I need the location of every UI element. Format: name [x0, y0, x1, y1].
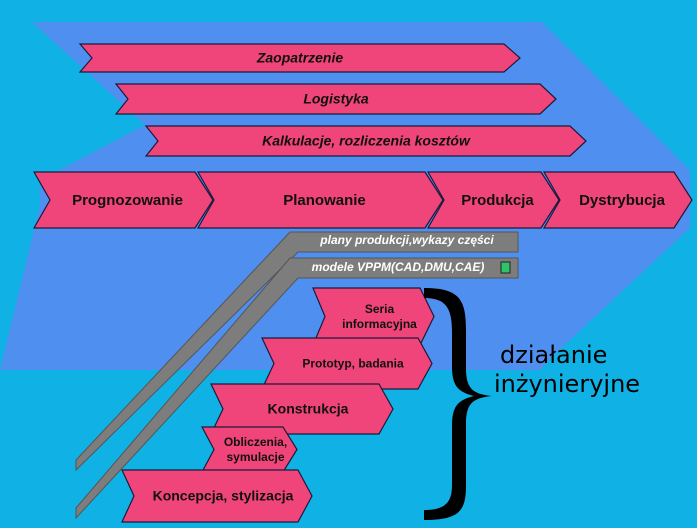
stair-label-5: Koncepcja, stylizacja: [153, 488, 294, 504]
chain-3-arrow: [426, 171, 560, 229]
chain-4-arrow: [542, 171, 693, 229]
stair-5-arrow: [121, 469, 313, 523]
stair-label-1-line2: informacyjna: [342, 317, 417, 331]
top-1-arrow: [78, 43, 521, 73]
stair-label-2: Prototyp, badania: [302, 357, 404, 371]
stair-label-1-line1: Seria: [365, 302, 395, 316]
stair-2-arrow: [261, 337, 433, 390]
stair-label-4-line2: symulacje: [226, 450, 284, 464]
curly-brace-icon: [424, 288, 492, 520]
chain-label-1: Prognozowanie: [72, 192, 183, 209]
chain-label-4: Dystrybucja: [579, 192, 666, 209]
chain-1-arrow: [32, 171, 214, 229]
top-3-arrow: [144, 125, 587, 157]
stair-label-3: Konstrukcja: [268, 401, 349, 417]
grey-strip-inner: [75, 257, 519, 520]
chain-2-arrow: [196, 171, 444, 229]
chain-label-3: Produkcja: [461, 192, 534, 209]
brace-label-line1: działanie: [500, 341, 607, 369]
top-arrow-label-2: Logistyka: [303, 91, 369, 107]
top-2-arrow: [114, 83, 557, 115]
small-green-square-icon: [500, 261, 511, 274]
chain-label-2: Planowanie: [283, 192, 366, 209]
grey-bar-label-models: modele VPPM(CAD,DMU,CAE): [312, 260, 485, 274]
grey-strip-outer: [75, 231, 519, 472]
grey-bar-label-plans: plany produkcji,wykazy części: [319, 233, 494, 247]
brace-label-line2: inżynieryjne: [494, 370, 640, 398]
stair-label-4-line1: Obliczenia,: [224, 435, 287, 449]
top-arrow-label-1: Zaopatrzenie: [256, 50, 344, 66]
top-arrow-label-3: Kalkulacje, rozliczenia kosztów: [262, 133, 471, 149]
stair-3-arrow: [210, 383, 394, 435]
